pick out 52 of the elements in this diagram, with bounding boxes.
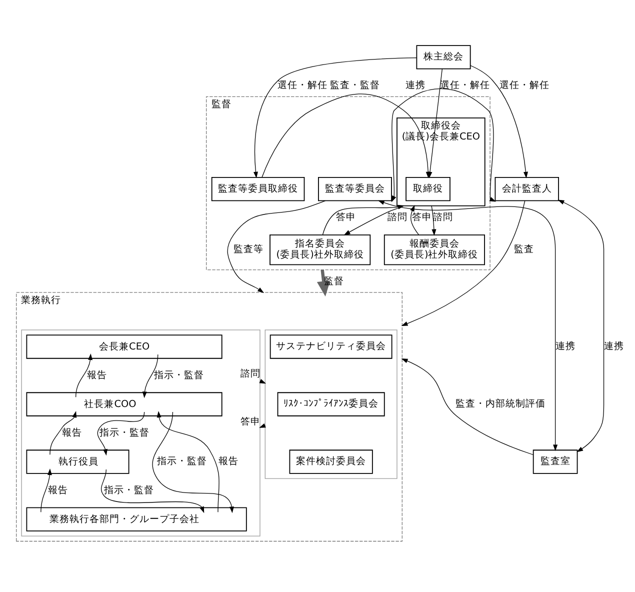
node-box: 監査室 bbox=[532, 450, 578, 474]
edge-label: 連携 bbox=[604, 340, 624, 352]
arrow bbox=[156, 411, 220, 512]
edge-label: 監査等 bbox=[233, 244, 264, 256]
edge-label: 連携 bbox=[555, 340, 576, 352]
edge-label: 監査・監督 bbox=[330, 80, 380, 92]
edge-label: 選任・解任 bbox=[278, 80, 328, 92]
arrow bbox=[101, 469, 204, 514]
arrow bbox=[97, 412, 145, 456]
node-box: サステナビリティ委員会 bbox=[270, 334, 392, 359]
node-box: 案件検討委員会 bbox=[289, 450, 373, 474]
edge-label: 報告 bbox=[218, 456, 239, 468]
arrow bbox=[401, 200, 526, 326]
edge-label: 諮問 bbox=[387, 212, 408, 224]
arrow bbox=[142, 354, 158, 398]
arrow bbox=[558, 200, 604, 452]
arrow bbox=[391, 88, 496, 202]
edge-label: 報告 bbox=[86, 370, 107, 381]
node-box: 取締役 bbox=[406, 176, 450, 202]
node-box: ﾘｽｸ･ｺﾝﾌﾟﾗｲｱﾝｽ委員会 bbox=[277, 392, 385, 416]
node-box: 会計監査人 bbox=[494, 176, 559, 202]
arrow bbox=[152, 412, 234, 514]
arrow bbox=[378, 200, 558, 452]
edge-label: 連携 bbox=[406, 80, 426, 92]
edge-label: 指示・監督 bbox=[99, 427, 150, 438]
arrow bbox=[227, 200, 326, 293]
node-box: 株主総会 bbox=[416, 45, 471, 70]
arrow bbox=[401, 358, 534, 456]
node-box: 報酬委員会 (委員長)社外取締役 bbox=[384, 234, 485, 266]
arrow bbox=[75, 354, 93, 398]
edge-label: 諮問 bbox=[240, 368, 260, 380]
edge-label: 答申 bbox=[412, 212, 432, 224]
edge-label: 監査 bbox=[514, 244, 534, 256]
node-box: 指名委員会 (委員長)社外取締役 bbox=[270, 234, 371, 266]
arrow bbox=[50, 411, 77, 455]
arrow bbox=[40, 468, 52, 512]
edge-label: 指示・監督 bbox=[156, 456, 207, 468]
edge-label: 報告 bbox=[62, 427, 82, 438]
arrow bbox=[431, 206, 436, 236]
arrow bbox=[262, 94, 430, 178]
edge-label: 選任・解任 bbox=[499, 80, 550, 92]
edge-label: 指示・監督 bbox=[154, 370, 204, 381]
edge-label: 指示・監督 bbox=[104, 484, 154, 496]
arrow bbox=[470, 65, 528, 178]
node-box: 監査等委員取締役 bbox=[211, 176, 305, 202]
edge-label: 答申 bbox=[336, 212, 356, 224]
edge-label: 報告 bbox=[48, 484, 68, 496]
node-box: 会長兼CEO bbox=[26, 334, 222, 359]
edge-label: 答申 bbox=[240, 416, 260, 428]
edge-label: 監査・内部統制評価 bbox=[455, 398, 546, 410]
arrow bbox=[253, 58, 417, 178]
node-box: 監査等委員会 bbox=[318, 176, 392, 202]
